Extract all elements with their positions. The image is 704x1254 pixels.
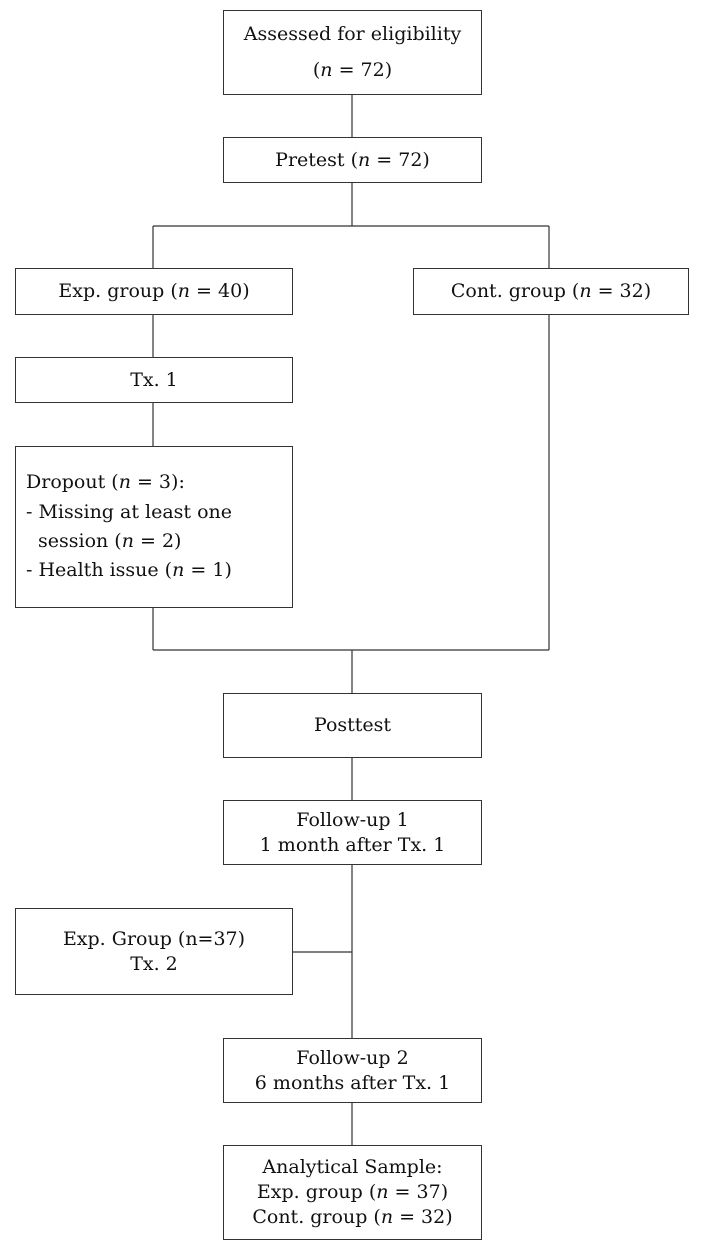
analytical-title: Analytical Sample:: [262, 1156, 443, 1179]
followup1-box: Follow-up 1 1 month after Tx. 1: [223, 800, 482, 865]
analytical-exp-count: Exp. group (n = 37): [256, 1181, 449, 1204]
exp-group-tx2-treatment: Tx. 2: [130, 952, 178, 975]
tx1-box: Tx. 1: [15, 357, 293, 403]
followup2-box: Follow-up 2 6 months after Tx. 1: [223, 1038, 482, 1103]
followup1-title: Follow-up 1: [296, 808, 409, 831]
posttest-label: Posttest: [313, 714, 392, 737]
followup2-timing: 6 months after Tx. 1: [254, 1071, 451, 1094]
dropout-item-missing-count: session (n = 2): [38, 530, 182, 552]
dropout-title: Dropout (n = 3):: [26, 471, 185, 494]
assessed-box: Assessed for eligibility (n = 72): [223, 10, 482, 95]
followup1-timing: 1 month after Tx. 1: [259, 833, 446, 856]
followup2-title: Follow-up 2: [296, 1046, 409, 1069]
dropout-item-health: - Health issue (n = 1): [26, 559, 232, 582]
pretest-box: Pretest (n = 72): [223, 137, 482, 183]
dropout-box: Dropout (n = 3): - Missing at least one …: [15, 446, 293, 608]
assessed-count: (n = 72): [312, 58, 393, 81]
cont-group-box: Cont. group (n = 32): [413, 268, 689, 315]
posttest-box: Posttest: [223, 693, 482, 758]
analytical-sample-box: Analytical Sample: Exp. group (n = 37) C…: [223, 1145, 482, 1240]
exp-group-tx2-title: Exp. Group (n=37): [62, 927, 246, 950]
analytical-cont-count: Cont. group (n = 32): [252, 1205, 453, 1228]
exp-group-tx2-box: Exp. Group (n=37) Tx. 2: [15, 908, 293, 995]
tx1-label: Tx. 1: [130, 368, 178, 391]
cont-group-label: Cont. group (n = 32): [450, 280, 652, 303]
exp-group-label: Exp. group (n = 40): [58, 280, 250, 303]
assessed-title: Assessed for eligibility: [243, 23, 462, 46]
pretest-label: Pretest (n = 72): [275, 148, 430, 171]
dropout-item-missing: - Missing at least one: [26, 500, 233, 523]
exp-group-box: Exp. group (n = 40): [15, 268, 293, 315]
